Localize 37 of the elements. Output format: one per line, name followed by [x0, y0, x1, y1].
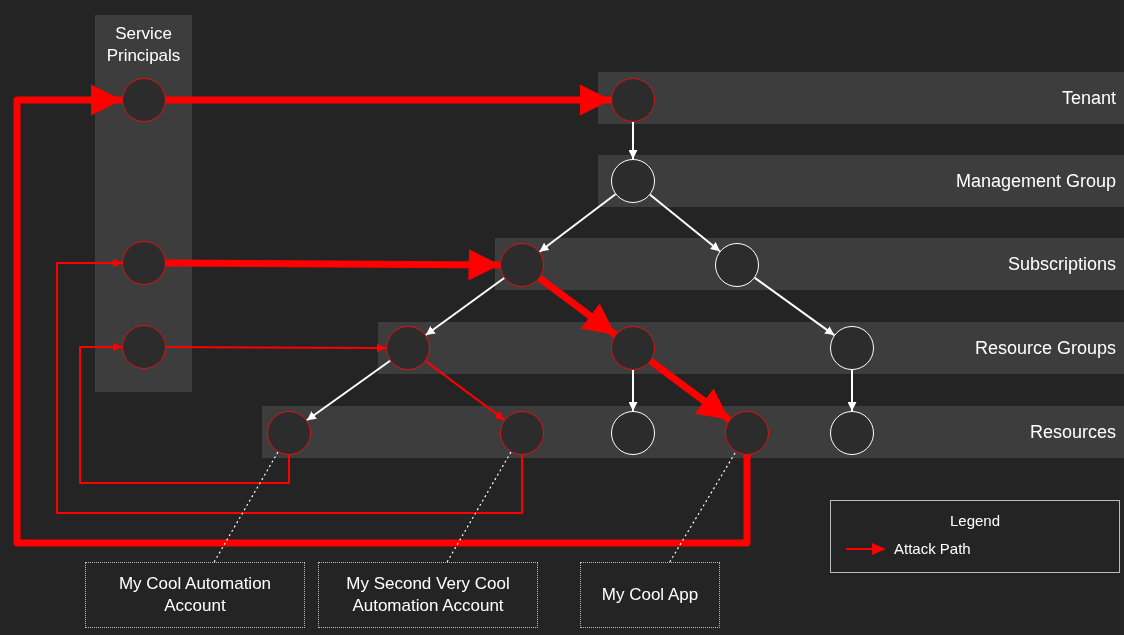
band-heading: Service Principals — [105, 23, 182, 67]
callout-box: My Second Very Cool Automation Account — [318, 562, 538, 628]
arrow — [628, 369, 638, 412]
leader-line — [213, 451, 279, 563]
level-band — [378, 322, 1124, 374]
arrow — [538, 193, 617, 253]
leader-line — [446, 451, 512, 563]
level-band — [598, 155, 1124, 207]
level-band — [598, 72, 1124, 124]
arrow — [649, 193, 721, 253]
arrow — [56, 258, 523, 514]
arrow — [424, 276, 506, 337]
arrow — [13, 84, 751, 547]
arrow — [166, 248, 500, 281]
arrow — [305, 359, 392, 422]
band-label: Management Group — [955, 170, 1116, 193]
arrow — [79, 342, 290, 484]
legend-title: Legend — [949, 511, 1001, 531]
callout-box: My Cool App — [580, 562, 720, 628]
band-label: Subscriptions — [1007, 253, 1116, 276]
callout-box: My Cool Automation Account — [85, 562, 305, 628]
leader-line — [669, 451, 737, 563]
band-label: Resource Groups — [974, 337, 1116, 360]
column-band — [95, 15, 192, 392]
arrow — [537, 275, 618, 338]
level-band — [495, 238, 1124, 290]
arrow — [753, 276, 836, 337]
band-label: Tenant — [1061, 87, 1116, 110]
band-label: Resources — [1029, 421, 1116, 444]
arrow — [628, 121, 638, 160]
arrow — [648, 358, 732, 423]
legend-label: Attack Path — [894, 539, 971, 559]
level-band — [262, 406, 1124, 458]
arrow — [424, 360, 506, 421]
arrow — [165, 343, 387, 353]
arrow — [847, 369, 857, 412]
arrow — [166, 84, 611, 116]
